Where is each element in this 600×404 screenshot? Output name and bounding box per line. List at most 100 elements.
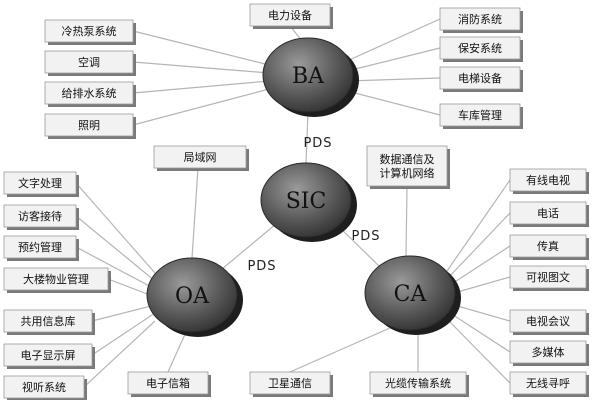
box-label: 电视会议: [526, 314, 570, 328]
box-label: 给排水系统: [62, 86, 117, 100]
pds-label: PDS: [247, 259, 276, 274]
oa-system-box: 电子显示屏: [3, 343, 95, 369]
box-label: 照明: [78, 119, 100, 132]
oa-system-box: 视听系统: [3, 375, 87, 401]
box-face: [439, 103, 521, 127]
box-face: [3, 267, 109, 291]
hub-label: BA: [292, 64, 325, 89]
box-face: [3, 204, 77, 228]
oa-system-box: 共用信息库: [3, 309, 95, 335]
connector-line: [346, 18, 441, 62]
box-label: 电子信箱: [146, 376, 190, 390]
box-face: [439, 7, 521, 31]
connector-line: [132, 61, 270, 74]
box-face: [44, 50, 134, 74]
oa-system-box: 大楼物业管理: [3, 267, 111, 293]
ca-system-box: 电视会议: [509, 309, 589, 335]
lan-box: 局域网: [153, 145, 249, 171]
oa-hub: OA: [146, 257, 243, 337]
hub-face: [262, 37, 354, 113]
ba-system-box: 照明: [44, 113, 136, 139]
connector-line: [167, 331, 187, 373]
box-face: [509, 371, 587, 395]
oa-system-box: 访客接待: [3, 204, 79, 230]
pds-link: [221, 223, 277, 270]
connector-line: [91, 312, 156, 356]
box-label: 有线电视: [526, 173, 570, 187]
connector-line: [191, 167, 199, 259]
box-face: [439, 66, 521, 90]
box-label: 电梯设备: [458, 71, 502, 85]
ba-hub: BA: [262, 37, 359, 117]
box-face: [44, 19, 134, 43]
box-label: 大楼物业管理: [23, 272, 89, 286]
ba-system-box: 消防系统: [439, 7, 523, 33]
connector-line: [446, 245, 511, 288]
box-label: 光缆传输系统: [385, 376, 451, 390]
hub-face: [146, 257, 238, 333]
box-face: [366, 145, 448, 187]
box-label: 视听系统: [22, 380, 66, 394]
box-label: 文字处理: [18, 176, 62, 190]
connector-line: [346, 47, 441, 72]
ca-system-box: 卫星通信: [249, 371, 333, 397]
oa-system-box: 预约管理: [3, 235, 79, 261]
hub-label: SIC: [286, 189, 327, 214]
connector-line: [91, 304, 156, 322]
hub-label: OA: [175, 284, 210, 309]
box-face: [3, 375, 85, 399]
box-label: 数据通信及: [380, 152, 435, 166]
box-label: 冷热泵系统: [62, 25, 117, 38]
box-face: [509, 168, 587, 192]
box-face: [369, 371, 467, 395]
hub-label: CA: [394, 282, 428, 307]
box-face: [509, 340, 587, 364]
hub-face: [260, 162, 352, 238]
connector-line: [75, 182, 156, 274]
box-label: 多媒体: [532, 345, 565, 359]
pds-label: PDS: [351, 229, 380, 244]
ba-system-box: 电力设备: [249, 3, 333, 29]
ba-system-box: 冷热泵系统: [44, 19, 136, 45]
box-label: 预约管理: [18, 240, 62, 254]
connector-line: [446, 179, 511, 272]
ba-system-box: 保安系统: [439, 36, 523, 62]
ca-system-box: 无线寻呼: [509, 371, 589, 397]
connector-line: [132, 30, 270, 66]
ca-system-box: 可视图文: [509, 265, 589, 291]
box-label: 车库管理: [458, 108, 502, 122]
box-face: [3, 343, 93, 367]
box-face: [3, 171, 77, 195]
ca-system-box: 光缆传输系统: [369, 371, 469, 397]
box-label: 电子显示屏: [21, 349, 76, 362]
sic-hub: SIC: [260, 162, 357, 242]
connector-line: [346, 77, 441, 82]
box-face: [127, 371, 209, 395]
hub-face: [364, 255, 456, 331]
box-label: 共用信息库: [21, 314, 76, 328]
box-face: [249, 371, 331, 395]
box-label: 可视图文: [526, 270, 570, 284]
connector-line: [83, 320, 156, 388]
oa-system-box: 电子信箱: [127, 371, 211, 397]
hub-cylinders: BA SIC OA CA: [146, 37, 461, 337]
oa-system-box: 文字处理: [3, 171, 79, 197]
box-label: 空调: [78, 55, 100, 69]
ca-system-box: 电话: [509, 201, 589, 227]
ca-system-box: 有线电视: [509, 168, 589, 194]
box-label: 局域网: [184, 151, 217, 164]
box-label: 电话: [537, 207, 559, 220]
box-label: 卫星通信: [268, 377, 312, 390]
ca-system-box: 传真: [509, 234, 589, 260]
box-label: 保安系统: [458, 41, 502, 55]
box-face: [509, 309, 587, 333]
box-face: [509, 234, 587, 258]
box-face: [439, 36, 521, 60]
ba-system-box: 空调: [44, 50, 136, 76]
connector-line: [446, 212, 511, 280]
box-face: [44, 113, 134, 137]
connector-line: [346, 90, 441, 116]
